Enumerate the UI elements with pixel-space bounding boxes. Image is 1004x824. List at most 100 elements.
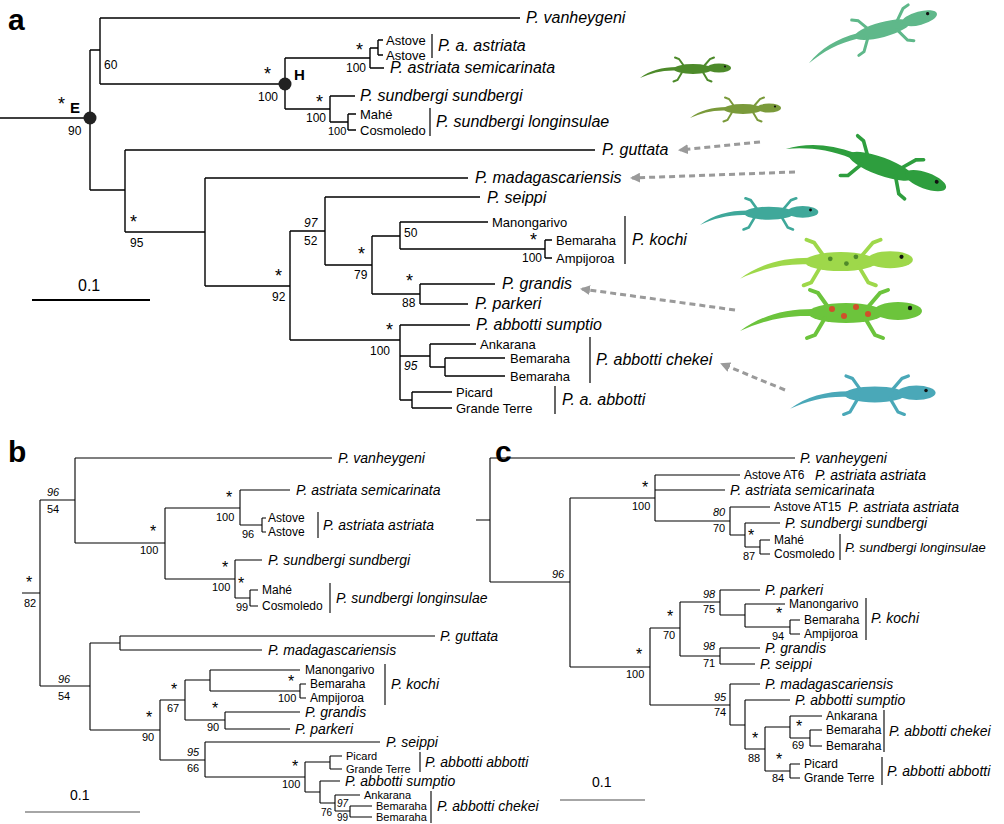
node-marker	[84, 112, 97, 125]
support-asterisk: *	[130, 213, 137, 231]
support-asterisk: *	[316, 93, 323, 111]
support-value: 90	[68, 125, 81, 137]
taxon-label: P. kochi	[391, 677, 439, 691]
support-value: 100	[306, 112, 326, 124]
taxon-label: P. abbotti chekei	[889, 724, 991, 738]
panel-letter: a	[8, 5, 25, 35]
locality-label: Grande Terre	[456, 402, 532, 415]
support-value: 75	[703, 604, 715, 615]
support-value: 100	[346, 62, 366, 74]
support-asterisk: *	[386, 321, 393, 339]
scale-bar	[25, 811, 140, 813]
taxon-label: P. abbotti sumptio	[345, 774, 455, 788]
support-value: 88	[402, 297, 415, 309]
taxon-label: P. madagascariensis	[268, 643, 396, 657]
taxon-label: P. astriata astriata	[848, 500, 959, 514]
locality-label: Manongarivo	[492, 216, 567, 229]
support-value: 60	[104, 59, 117, 71]
locality-label: Mahé	[360, 108, 393, 121]
support-asterisk: *	[238, 576, 244, 592]
taxon-label: P. seippi	[760, 657, 812, 671]
gecko-photo	[740, 290, 922, 338]
support-value: 100	[282, 779, 300, 790]
locality-label: Astove AT15	[774, 501, 841, 513]
support-asterisk: *	[776, 752, 782, 768]
locality-label: Bemaraha	[826, 724, 881, 736]
gecko-photo	[790, 376, 936, 414]
support-asterisk: *	[667, 609, 673, 625]
support-asterisk: *	[26, 575, 32, 591]
taxon-label: P. parkeri	[295, 722, 353, 736]
locality-label: Manongarivo	[789, 598, 858, 610]
locality-label: Cosmoledo	[262, 600, 323, 612]
taxon-label: P. seippi	[386, 735, 438, 749]
locality-label: Bemaraha	[556, 234, 616, 247]
locality-label: Picard	[804, 758, 838, 770]
support-asterisk: *	[171, 682, 177, 698]
gecko-photo	[690, 98, 781, 122]
locality-label: Bemaraha	[510, 352, 570, 365]
support-asterisk: *	[356, 41, 363, 59]
support-value: 70	[713, 523, 725, 534]
gecko-photo	[740, 240, 913, 286]
taxon-label: P. abbotti abbotti	[425, 755, 528, 769]
support-asterisk: *	[146, 710, 152, 726]
support-value: 95	[130, 237, 143, 249]
taxon-label: P. guttata	[440, 629, 498, 643]
tree-branches	[22, 458, 435, 817]
support-asterisk: *	[264, 65, 271, 83]
gecko-photo	[784, 114, 953, 211]
support-value: 95	[187, 747, 199, 758]
locality-label: Cosmoledo	[360, 124, 426, 137]
support-value: 92	[272, 291, 285, 303]
locality-label: Ampijoroa	[556, 252, 615, 265]
locality-label: Grande Terre	[346, 764, 411, 775]
taxon-label: P. grandis	[502, 276, 572, 292]
support-asterisk: *	[226, 490, 232, 506]
support-value: 96	[242, 529, 254, 540]
support-asterisk: *	[150, 524, 156, 540]
support-value: 76	[321, 808, 332, 818]
support-value: 98	[703, 589, 715, 600]
locality-label: Astove	[386, 34, 426, 47]
taxon-label: P. grandis	[305, 705, 366, 719]
support-asterisk: *	[222, 560, 228, 576]
locality-label: Picard	[346, 751, 377, 762]
taxon-label: P. sundbergi longinsulae	[436, 114, 609, 130]
support-value: 100	[278, 693, 296, 704]
support-value: 84	[772, 773, 784, 784]
taxon-label: P. astriata astriata	[323, 518, 434, 532]
taxon-label: P. astriata semicarinata	[730, 483, 874, 497]
support-asterisk: *	[275, 267, 282, 285]
panel-letter: c	[495, 437, 512, 467]
support-value: 100	[522, 252, 542, 264]
locality-label: Astove	[268, 512, 305, 524]
taxon-label: P. astriata semicarinata	[390, 60, 555, 76]
locality-label: Bemaraha	[310, 678, 365, 690]
taxon-label: P. madagascariensis	[765, 677, 893, 691]
taxon-label: P. sundbergi longinsulae	[336, 591, 488, 605]
taxon-label: P. kochi	[871, 611, 919, 625]
support-value: 87	[743, 551, 755, 562]
support-asterisk: *	[796, 719, 802, 735]
locality-label: Ampijoroa	[804, 628, 858, 640]
taxon-label: P. sundbergi longinsulae	[845, 541, 986, 554]
support-asterisk: *	[642, 480, 648, 496]
support-asterisk: *	[58, 95, 65, 113]
taxon-label: P. a. abbotti	[562, 392, 645, 408]
support-value: 82	[24, 598, 36, 609]
taxon-label: P. a. astriata	[438, 38, 526, 54]
support-value: 96	[58, 674, 70, 685]
support-value: 100	[370, 345, 390, 357]
support-asterisk: *	[212, 701, 218, 717]
support-value: 99	[236, 602, 248, 613]
support-asterisk: *	[748, 528, 754, 544]
node-label: E	[70, 100, 80, 115]
support-asterisk: *	[530, 231, 537, 249]
node-marker	[279, 78, 292, 91]
taxon-label: P. sundbergi sundbergi	[785, 516, 927, 530]
support-value: 80	[713, 507, 725, 518]
locality-label: Manongarivo	[305, 664, 374, 676]
support-value: 66	[187, 763, 199, 774]
